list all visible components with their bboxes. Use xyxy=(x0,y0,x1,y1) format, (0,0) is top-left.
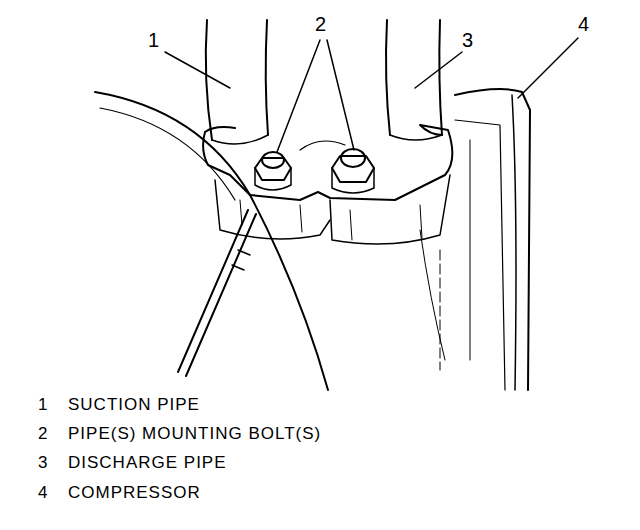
key-text: COMPRESSOR xyxy=(68,484,201,501)
callout-number: 4 xyxy=(578,14,589,34)
key-text: SUCTION PIPE xyxy=(68,396,200,413)
key-text: PIPE(S) MOUNTING BOLT(S) xyxy=(68,425,321,442)
key-number: 2 xyxy=(38,425,48,442)
callout-number: 1 xyxy=(148,30,159,50)
key-text: DISCHARGE PIPE xyxy=(68,454,227,471)
callout-number: 3 xyxy=(462,30,473,50)
key-number: 3 xyxy=(38,454,48,471)
key-number: 4 xyxy=(38,484,48,501)
callout-number: 2 xyxy=(315,14,326,34)
key-number: 1 xyxy=(38,396,48,413)
